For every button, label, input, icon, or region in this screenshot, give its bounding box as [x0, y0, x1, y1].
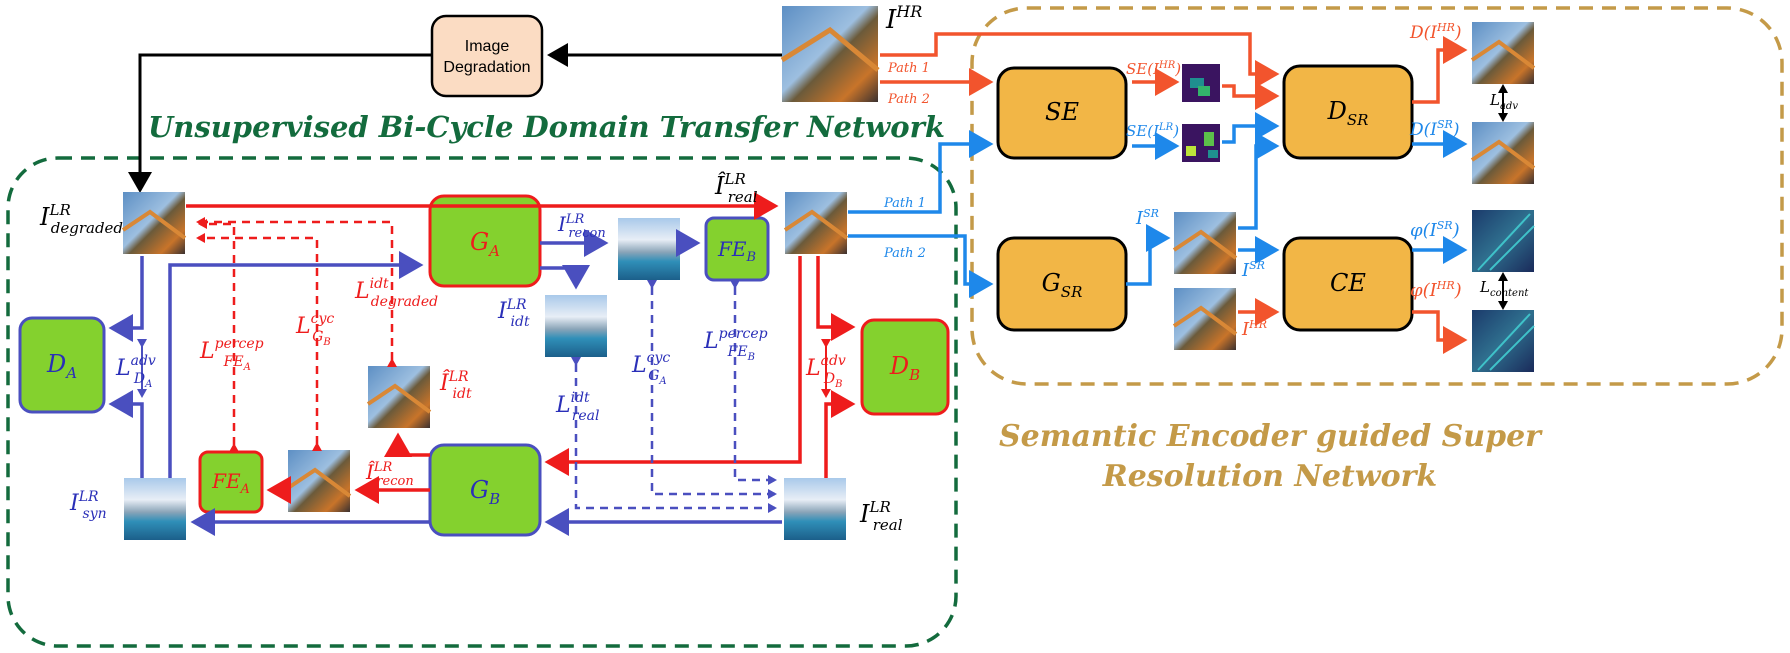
label-d-ihr: D(IHR): [1409, 21, 1462, 43]
arrow-real-hat-to-db: [816, 256, 856, 341]
sr-network-region: [970, 6, 1784, 386]
thumb-i-idt: [545, 295, 607, 357]
left-network-title: Unsupervised Bi-Cycle Domain Transfer Ne…: [148, 110, 945, 144]
thumb-i-degraded: [121, 192, 187, 254]
arrow-hr-path1-to-dsr: [880, 32, 1280, 88]
label-isr-b: ISR: [1241, 259, 1265, 281]
arrow-gsr-to-isr: [1126, 224, 1171, 286]
dashed-loss-real-idt: [571, 357, 777, 513]
gb-label: GB: [470, 476, 500, 508]
db-label: DB: [889, 352, 920, 384]
arrow-syn-to-da: [108, 390, 144, 478]
label-isr-a: ISR: [1135, 207, 1159, 229]
feb-label: FEB: [717, 237, 756, 265]
da-label: DA: [46, 350, 77, 382]
arrow-ga-to-idt: [540, 265, 590, 290]
thumb-i-recon-hat: [286, 450, 352, 512]
arrow-real-hat-path2-to-gsr: [848, 234, 994, 298]
dashed-loss-feb: [730, 280, 777, 485]
image-degradation-box: [430, 14, 544, 98]
label-path2-top: Path 2: [887, 92, 930, 107]
thumb-hr-ce: [1172, 288, 1238, 350]
degradation-label-2: Degradation: [443, 59, 530, 76]
thumb-i-recon: [618, 218, 680, 280]
arrow-gb-to-idt-hat: [384, 432, 430, 457]
right-network-title-line1: Semantic Encoder guided Super: [999, 419, 1543, 454]
thumb-se-ihr: [1182, 64, 1220, 102]
dsr-label: DSR: [1327, 97, 1369, 129]
arrow-real-hat-to-gb: [544, 256, 802, 476]
thumb-d-ihr: [1470, 22, 1536, 84]
dashed-loss-fea: [198, 219, 239, 452]
semantic-encoder-se: [996, 66, 1128, 160]
thumb-se-ilr: [1182, 124, 1220, 162]
arrow-se-ihr-to-dsr: [1222, 82, 1280, 110]
thumb-i-syn: [124, 478, 186, 540]
thumb-i-real-hat: [783, 192, 849, 254]
label-loss-content: Lcontent: [1479, 278, 1529, 299]
discriminator-da: [18, 316, 106, 414]
arrow-degraded-to-da: [108, 256, 144, 342]
thumb-i-real: [784, 478, 846, 540]
label-path1-mid: Path 1: [883, 196, 926, 211]
thumb-i-idt-hat: [366, 366, 432, 428]
arrow-dsr-to-d-ihr: [1412, 36, 1468, 104]
label-loss-adv: Ladv: [1489, 91, 1518, 112]
label-d-isr: D(ISR): [1409, 118, 1459, 140]
label-se-ihr: SE(IHR): [1126, 60, 1181, 78]
content-encoder-ce: [1282, 236, 1414, 332]
label-phi-isr: φ(ISR): [1410, 219, 1460, 241]
dashed-loss-degraded-idt: [196, 217, 397, 367]
thumb-phi-isr: [1472, 210, 1535, 272]
thumb-phi-ihr: [1472, 310, 1535, 372]
label-path2-mid: Path 2: [883, 246, 926, 261]
bicycle-network-region: [6, 156, 958, 648]
thumb-d-isr: [1470, 122, 1536, 184]
arrow-ce-to-phi-ihr: [1412, 310, 1468, 354]
degradation-label-1: Image: [465, 38, 510, 55]
label-ihr: IHR: [885, 2, 922, 35]
right-network-title-line2: Resolution Network: [1102, 459, 1437, 494]
arrow-real-hat-path1-to-se: [848, 130, 994, 214]
fea-label: FEA: [211, 469, 250, 497]
ga-label: GA: [470, 228, 500, 260]
feature-extractor-fea: [198, 450, 264, 514]
label-path1-top: Path 1: [887, 61, 930, 76]
label-ihr-ce: IHR: [1241, 318, 1267, 340]
arrow-degradation-to-lr: [128, 53, 432, 193]
label-phi-ihr: φ(IHR): [1410, 279, 1462, 301]
thumb-sr-output: [1172, 212, 1238, 274]
discriminator-db: [860, 318, 950, 416]
arrow-real-to-db: [824, 390, 856, 478]
arrow-isr-to-dsr: [1238, 132, 1280, 230]
thumb-ihr: [780, 6, 880, 102]
gsr-label: GSR: [1042, 269, 1083, 301]
generator-ga: [428, 194, 542, 288]
se-label: SE: [1045, 98, 1079, 126]
discriminator-dsr: [1282, 64, 1414, 160]
arrow-se-ilr-to-dsr: [1222, 112, 1280, 144]
ce-label: CE: [1330, 269, 1366, 297]
label-se-ilr: SE(ILR): [1126, 122, 1179, 140]
